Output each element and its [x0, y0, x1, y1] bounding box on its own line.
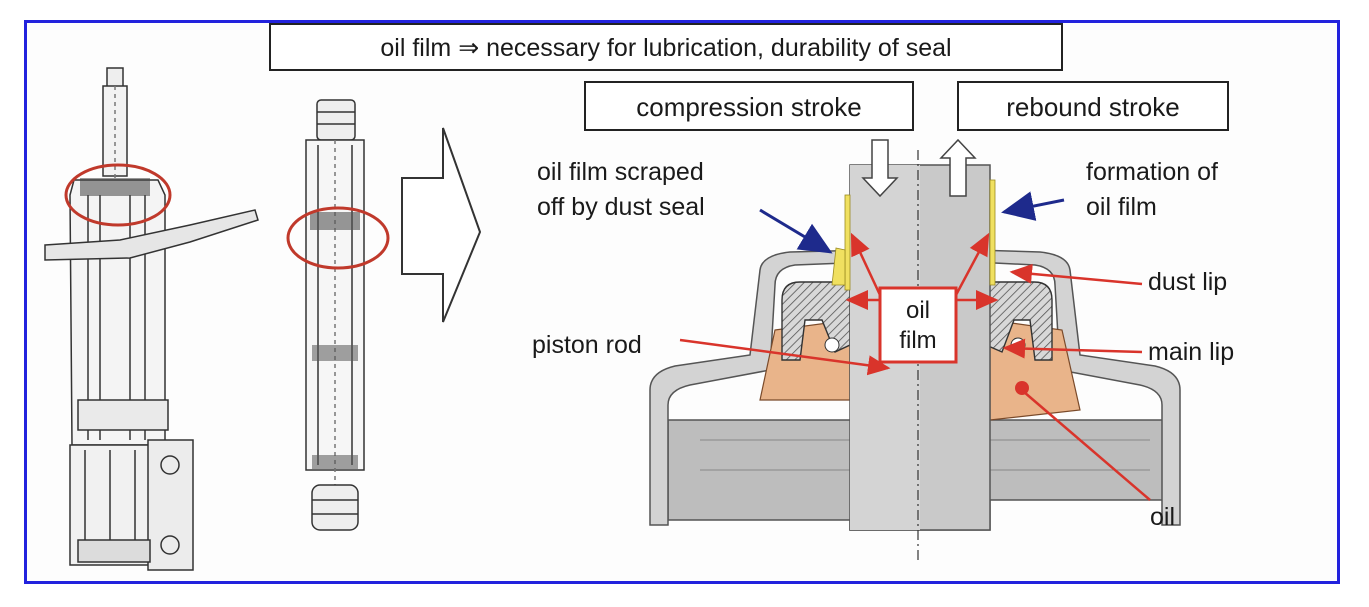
compression-stroke-label: compression stroke — [636, 92, 861, 122]
rebound-stroke-label: rebound stroke — [1006, 92, 1179, 122]
seal-cross-section — [649, 138, 1181, 560]
compression-stroke-box: compression stroke — [584, 81, 914, 131]
oil-film-box: oil film — [878, 286, 958, 364]
red-leader-lines — [679, 232, 1151, 501]
formation-label-line2: oil film — [1086, 193, 1157, 221]
formation-label-line1: formation of — [1086, 158, 1218, 186]
piston-rod-label: piston rod — [532, 331, 642, 359]
oil-film-label-line2: film — [899, 327, 936, 354]
oil-label: oil — [1150, 503, 1175, 531]
rebound-arrow-icon — [939, 138, 977, 197]
strut-highlight-circle — [64, 163, 172, 227]
title-box: oil film ⇒ necessary for lubrication, du… — [269, 23, 1063, 71]
compression-arrow-icon — [861, 139, 899, 198]
oil-film-label-line1: oil — [906, 297, 930, 324]
scraped-label-line2: off by dust seal — [537, 193, 705, 221]
title-text: oil film ⇒ necessary for lubrication, du… — [380, 34, 951, 62]
dust-lip-label: dust lip — [1148, 268, 1227, 296]
damper-highlight-circle — [286, 206, 390, 270]
zoom-arrow-icon — [401, 127, 482, 323]
strut-assembly-drawing — [44, 67, 259, 571]
blue-leader-lines — [759, 191, 1065, 254]
oil-film-left — [844, 194, 851, 291]
damper-drawing — [305, 99, 365, 531]
rebound-stroke-box: rebound stroke — [957, 81, 1229, 131]
scraped-label-line1: oil film scraped — [537, 158, 704, 186]
oil-film-right — [989, 179, 996, 286]
main-lip-label: main lip — [1148, 338, 1234, 366]
